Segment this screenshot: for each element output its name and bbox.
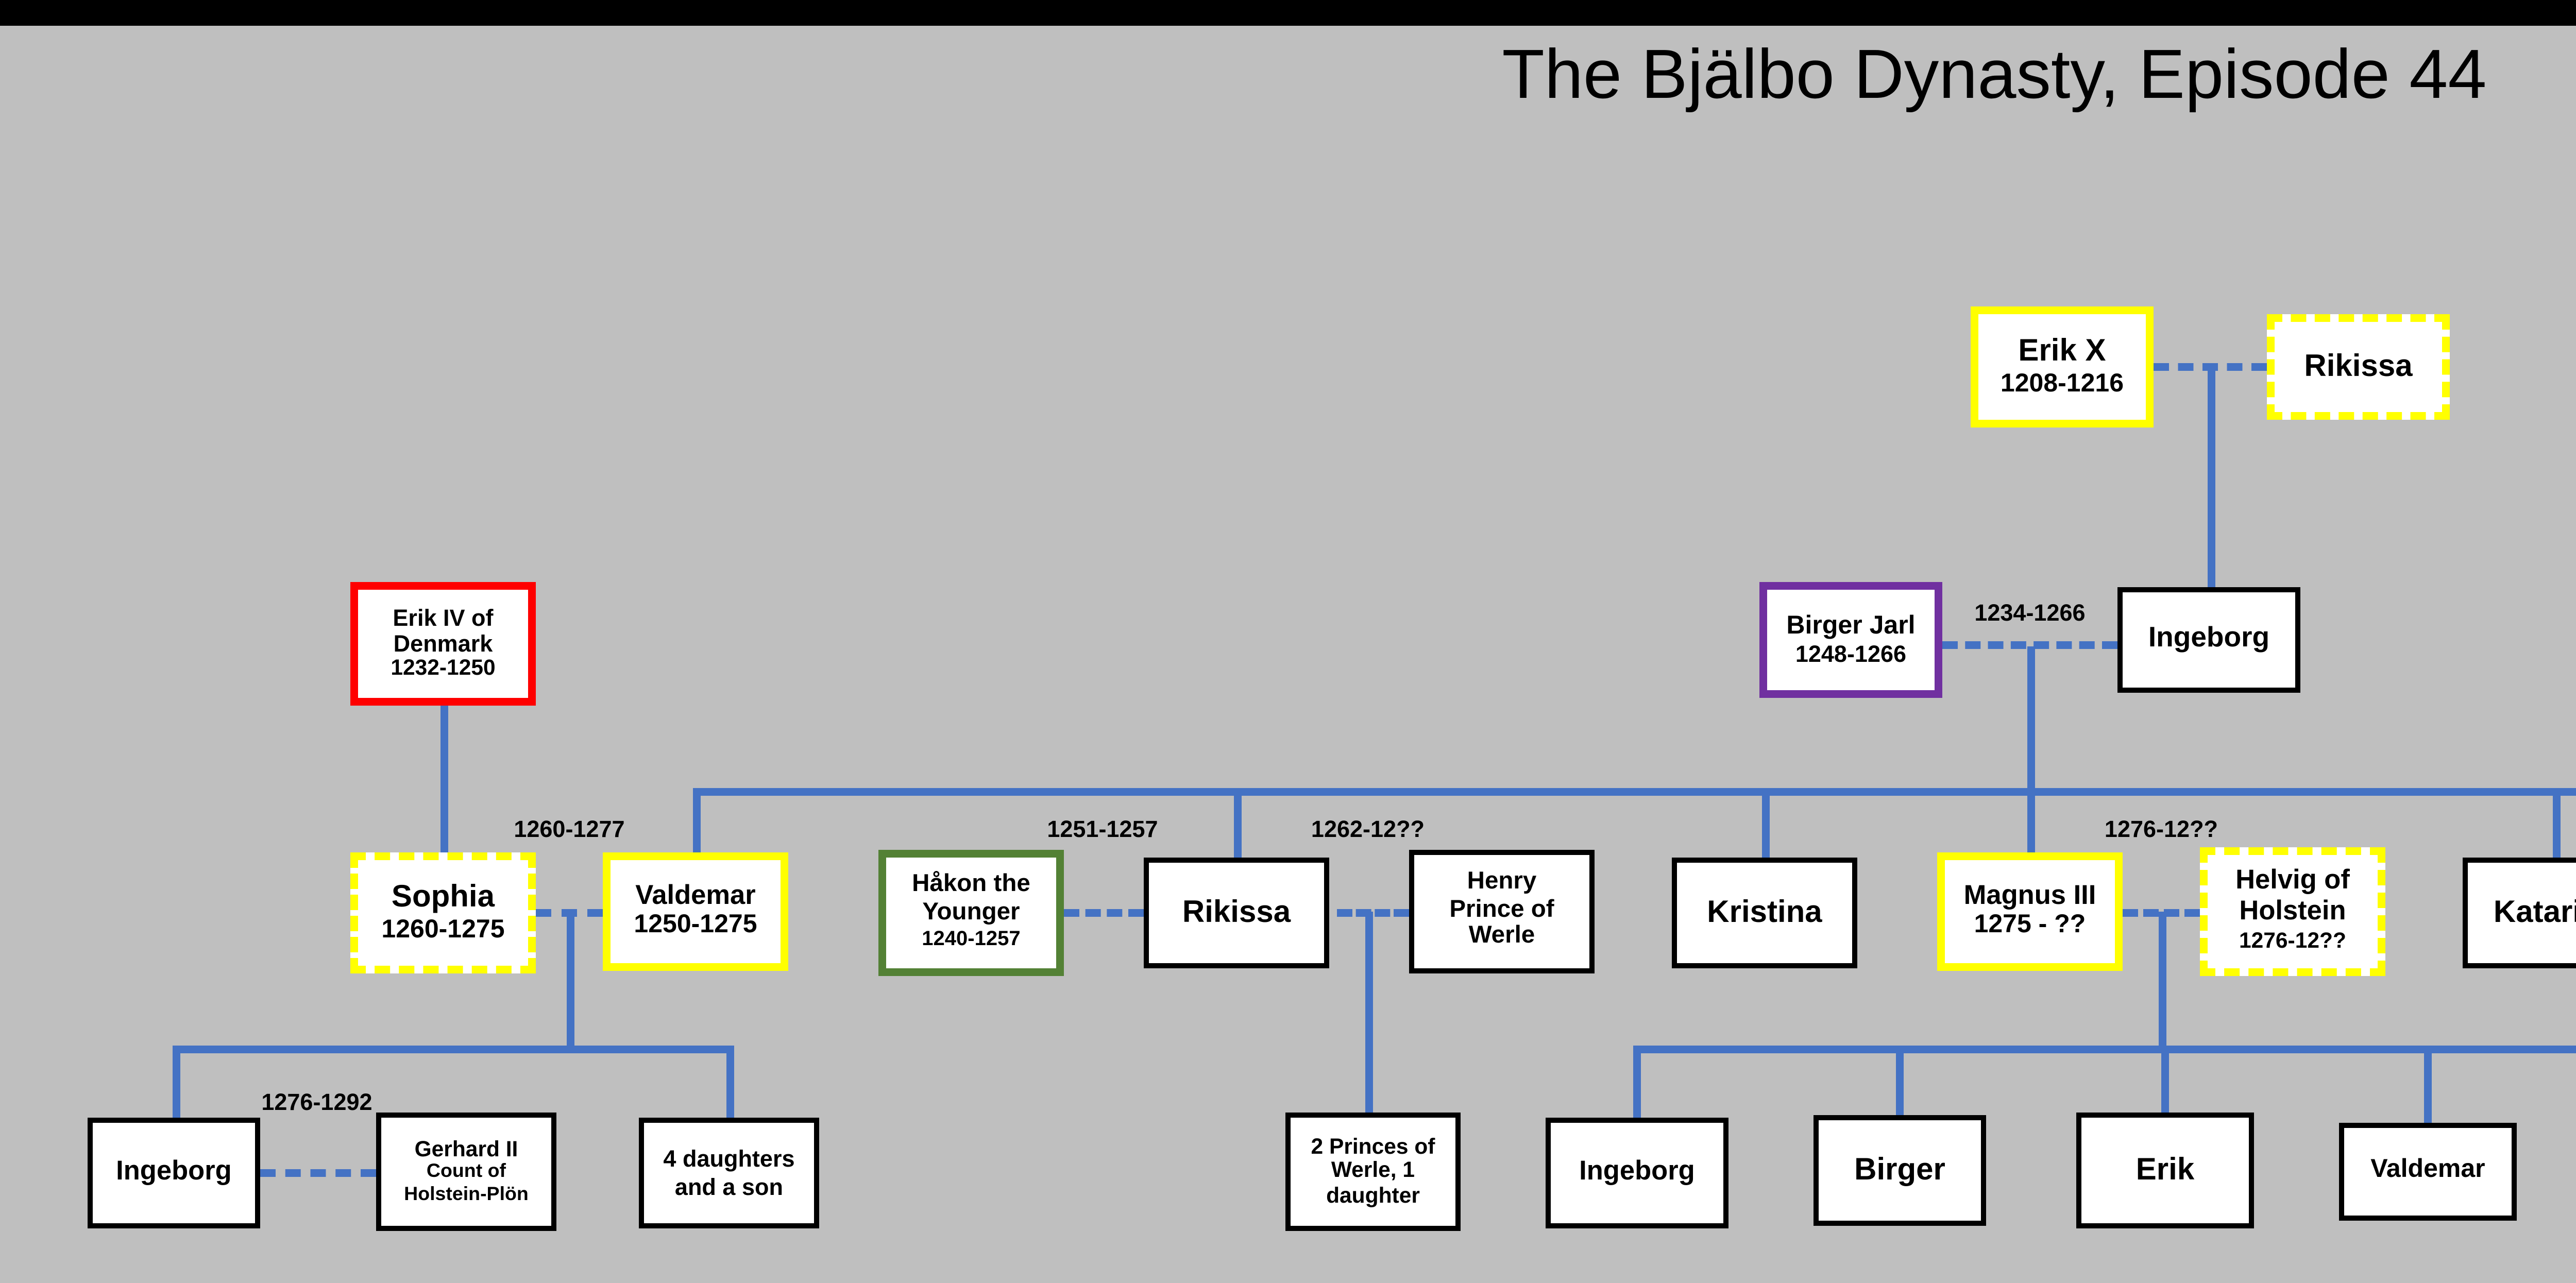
group-four-daughters-and-a-son: 4 daughters and a son [639,1118,819,1228]
person-name: Kristina [1707,893,1822,929]
marriage-line-rikissa-henry [1337,908,1409,916]
person-ingeborg-wife: Ingeborg [2117,587,2300,693]
person-dates: 1276-12?? [2239,927,2346,953]
children-drop-valdemar-son [2424,1044,2432,1123]
marriage-date-hakon-rikissa: 1251-1257 [1047,815,1158,841]
person-name: Prince of [1449,895,1554,924]
children-drop-kristina [1760,786,1769,858]
children-line-magnus-descent [2157,912,2165,1048]
children-line-magnus-bar [1633,1044,2576,1052]
group-label: and a son [674,1173,783,1199]
person-name: Erik [2136,1150,2195,1187]
person-sophia: Sophia 1260-1275 [350,852,536,973]
person-henry-prince-of-werle: Henry Prince of Werle [1409,850,1595,973]
marriage-line-birger-ingeborg [1942,640,2117,648]
person-name: Magnus III [1963,879,2096,911]
person-dates: 1240-1257 [922,926,1021,950]
children-line-birger-bar [691,786,2576,795]
marriage-date-ingeborg-gerhard: 1276-1292 [261,1088,372,1114]
children-line-sophia-bar [171,1044,733,1052]
person-name: Katarina [2493,893,2576,929]
group-label: daughter [1326,1181,1420,1207]
group-label: 2 Princes of [1311,1132,1435,1158]
person-name: Holstein [2239,897,2346,928]
person-birger-jarl: Birger Jarl 1248-1266 [1759,582,1942,698]
marriage-date-rikissa-henry: 1262-12?? [1311,815,1425,841]
person-helvig-of-holstein: Helvig of Holstein 1276-12?? [2200,847,2385,976]
top-black-bar [0,0,2576,26]
person-dates: 1208-1216 [2000,370,2124,399]
person-name: Henry [1467,868,1537,897]
person-name: Count of [426,1159,506,1183]
person-dates: 1248-1266 [1795,641,1907,668]
person-magnus-iii: Magnus III 1275 - ?? [1937,852,2123,971]
person-rikissa-queen: Rikissa [2267,314,2450,420]
group-two-princes-of-werle: 2 Princes of Werle, 1 daughter [1285,1113,1461,1231]
children-line-rikissa-henry-descent [1365,912,1373,1113]
marriage-date-magnus-helvig: 1276-12?? [2104,815,2218,841]
person-erik-iv-of-denmark: Erik IV of Denmark 1232-1250 [350,582,536,706]
person-name: Helvig of [2235,866,2350,898]
person-ingeborg-magnusdotter: Ingeborg [1546,1118,1728,1228]
person-name: Rikissa [1182,893,1291,929]
children-drop-katarina [2551,786,2560,858]
person-dates: 1275 - ?? [1974,912,2086,941]
person-name: Rikissa [2304,347,2413,383]
person-name: Ingeborg [116,1155,232,1187]
children-line-birger-descent [2026,646,2034,788]
person-name: Gerhard II [414,1135,518,1161]
person-name: Valdemar [2370,1157,2485,1186]
person-name: Erik IV of [393,605,494,631]
person-name: Håkon the [912,871,1030,900]
children-drop-valdemar [691,786,700,852]
children-drop-rikissa [1232,786,1241,858]
person-name: Erik X [2018,332,2106,369]
children-drop-ingeborg-magnusdotter [1633,1044,1641,1118]
marriage-date-birger-ingeborg: 1234-1266 [1974,600,2086,626]
person-katarina: Katarina [2463,858,2576,968]
person-erik-son: Erik [2076,1113,2254,1228]
person-name: Birger [1854,1150,1945,1187]
person-valdemar: Valdemar 1250-1275 [603,852,788,971]
children-line-erikx-descent [2206,366,2214,587]
person-name: Holstein-Plön [404,1181,529,1205]
person-name: Valdemar [635,879,756,911]
person-name: Ingeborg [2148,624,2270,655]
slide-title: The Bjälbo Dynasty, Episode 44 [1502,36,2487,113]
group-label: Werle, 1 [1331,1157,1415,1183]
group-label: 4 daughters [663,1147,795,1173]
person-dates: 1260-1275 [381,916,505,945]
children-line-sophia-descent [565,912,573,1048]
children-drop-ingeborg-granddaughter [171,1044,179,1118]
person-name: Ingeborg [1579,1155,1695,1187]
person-name: Birger Jarl [1786,612,1916,641]
person-name: Werle [1468,922,1535,951]
marriage-date-sophia-valdemar: 1260-1277 [514,815,625,841]
person-birger-son: Birger [1814,1115,1986,1226]
children-drop-magnus [2026,786,2034,852]
person-name: Denmark [393,631,493,658]
marriage-line-hakon-rikissa [1064,908,1144,916]
person-dates: 1250-1275 [634,912,757,941]
children-drop-birger-son [1896,1044,1904,1115]
children-line-erikiv-sophia [439,706,447,852]
person-erik-x: Erik X 1208-1216 [1971,306,2154,427]
person-rikissa-daughter: Rikissa [1144,858,1329,968]
person-ingeborg-granddaughter: Ingeborg [88,1118,260,1228]
person-name: Younger [922,899,1020,928]
person-gerhard-ii: Gerhard II Count of Holstein-Plön [376,1113,556,1231]
children-drop-erik-son [2161,1044,2169,1113]
person-hakon-the-younger: Håkon the Younger 1240-1257 [878,850,1064,976]
person-name: Sophia [391,878,495,915]
person-valdemar-son: Valdemar [2339,1123,2517,1221]
children-drop-four-daughters [725,1044,733,1118]
person-dates: 1232-1250 [391,655,496,681]
person-kristina: Kristina [1672,858,1857,968]
marriage-line-ingeborg-gerhard [260,1168,376,1176]
